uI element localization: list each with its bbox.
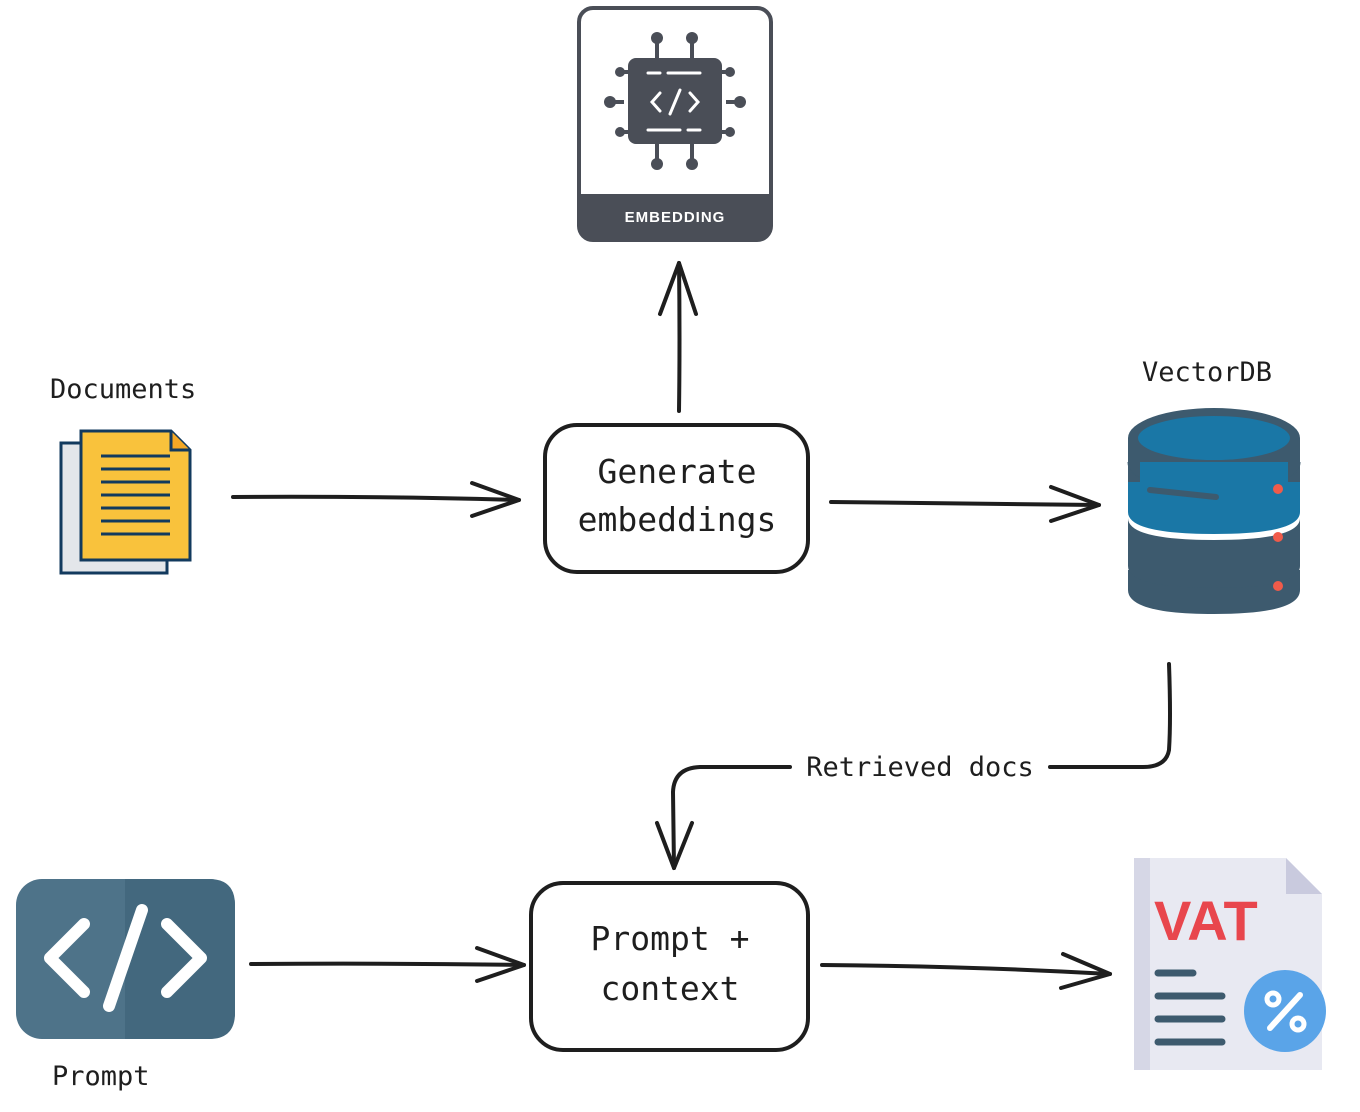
prompt-context-line1: Prompt + xyxy=(591,919,750,958)
prompt-label: Prompt xyxy=(52,1061,150,1092)
edge-prompt-to-prompt-context xyxy=(249,946,526,983)
chip-code-icon xyxy=(604,32,746,170)
database-icon xyxy=(1127,408,1301,614)
generate-embeddings-node: Generate embeddings xyxy=(543,423,810,574)
retrieved-docs-label: Retrieved docs xyxy=(806,752,1034,783)
vectordb-label: VectorDB xyxy=(1142,357,1272,388)
embedding-label: EMBEDDING xyxy=(625,209,726,226)
documents-label: Documents xyxy=(50,374,196,405)
code-icon xyxy=(16,879,235,1039)
embedding-node: EMBEDDING xyxy=(577,6,773,242)
generate-line2: embeddings xyxy=(578,500,777,539)
vat-node: VAT xyxy=(1134,858,1326,1070)
edge-vectordb-to-prompt-context: Retrieved docs xyxy=(655,662,1172,870)
prompt-context-node: Prompt + context xyxy=(529,881,810,1052)
vectordb-node: VectorDB xyxy=(1127,357,1301,614)
generate-line1: Generate xyxy=(598,452,757,491)
edge-prompt-context-to-vat xyxy=(820,952,1112,990)
prompt-context-line2: context xyxy=(600,969,739,1008)
edge-generate-to-embedding xyxy=(658,261,698,413)
edge-documents-to-generate xyxy=(231,481,521,518)
vat-document-icon: VAT xyxy=(1134,858,1326,1070)
documents-node: Documents xyxy=(50,374,196,575)
edge-generate-to-vectordb xyxy=(829,485,1101,523)
vat-label: VAT xyxy=(1154,889,1258,952)
documents-icon xyxy=(59,429,192,575)
prompt-node: Prompt xyxy=(16,879,235,1092)
